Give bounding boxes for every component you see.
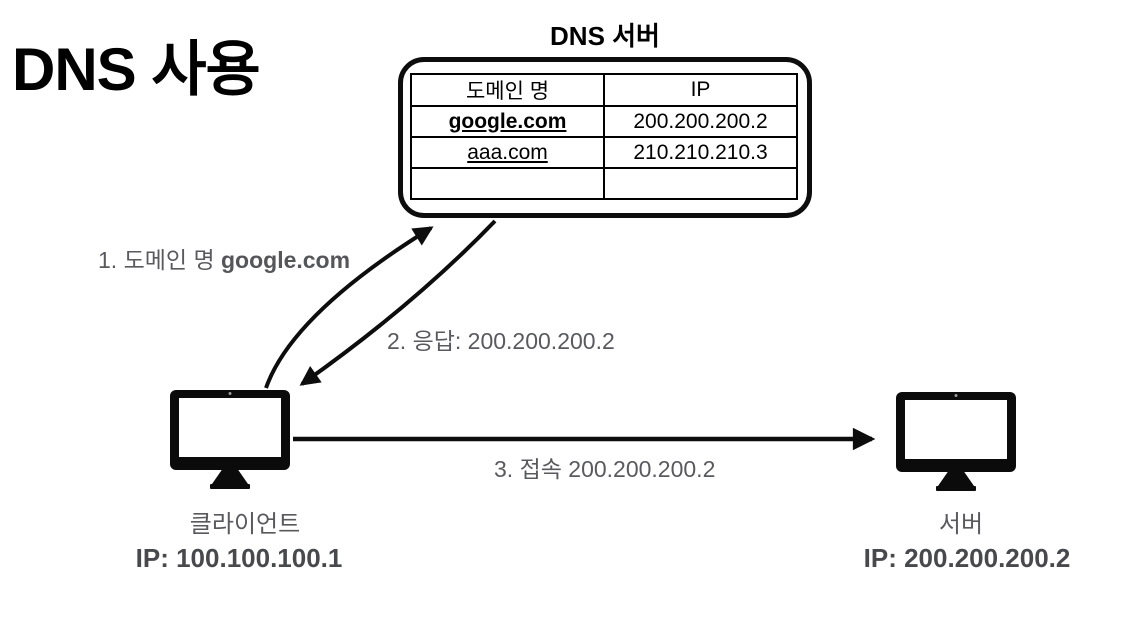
camera-dot-icon — [228, 392, 232, 395]
client-ip-label: IP: 100.100.100.1 — [135, 543, 343, 573]
client-label: 클라이언트 — [189, 511, 301, 538]
dns-table-header-row: 도메인 명 IP — [410, 73, 798, 107]
dns-table-row: google.com 200.200.200.2 — [410, 105, 798, 138]
client-monitor-screen — [179, 398, 281, 457]
dns-table-cell-domain — [410, 167, 605, 200]
dns-table-cell-ip: 210.210.210.3 — [603, 136, 798, 169]
client-monitor-base — [210, 484, 250, 489]
dns-table-cell-ip: 200.200.200.2 — [603, 105, 798, 138]
server-ip-label: IP: 200.200.200.2 — [863, 543, 1071, 573]
camera-dot-icon — [954, 394, 958, 397]
server-label: 서버 — [938, 511, 984, 538]
dns-table-row-empty — [410, 167, 798, 200]
client-monitor-stand — [212, 470, 248, 484]
client-monitor-icon — [170, 390, 290, 489]
dns-table-header-domain: 도메인 명 — [410, 73, 605, 107]
dns-table-cell-domain: aaa.com — [410, 136, 605, 169]
dns-table-row: aaa.com 210.210.210.3 — [410, 136, 798, 169]
step1-request-label: 1. 도메인 명 google.com — [98, 241, 350, 275]
server-monitor-stand — [938, 472, 974, 486]
dns-table-cell-ip — [603, 167, 798, 200]
dns-table-header-ip: IP — [603, 73, 798, 107]
page-title: DNS 사용 — [12, 36, 261, 103]
step1-request-domain: google.com — [221, 247, 351, 273]
step1-request-prefix: 1. 도메인 명 — [98, 247, 221, 273]
step3-connect-label: 3. 접속 200.200.200.2 — [494, 456, 716, 482]
dns-table-cell-domain: google.com — [410, 105, 605, 138]
server-monitor-screen — [905, 400, 1007, 459]
dns-server-caption: DNS 서버 — [550, 21, 660, 51]
step2-response-label: 2. 응답: 200.200.200.2 — [387, 328, 615, 354]
server-monitor-icon — [896, 392, 1016, 491]
server-monitor-base — [936, 486, 976, 491]
dns-table: 도메인 명 IP google.com 200.200.200.2 aaa.co… — [410, 73, 798, 200]
